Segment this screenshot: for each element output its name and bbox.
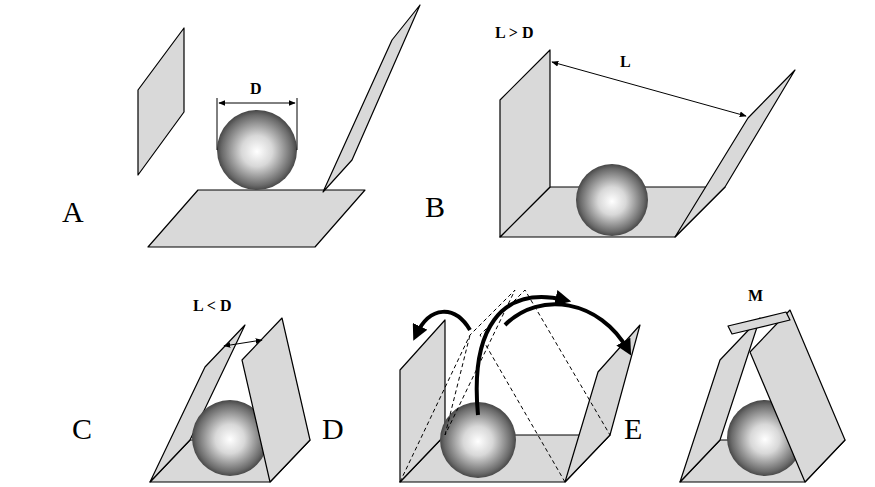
sphere	[217, 110, 297, 190]
side-plate	[750, 310, 845, 482]
base-plate	[148, 190, 365, 247]
side-plate	[400, 320, 445, 482]
sphere	[576, 164, 648, 236]
dimension-label: L	[620, 54, 631, 70]
side-plate	[500, 50, 550, 237]
dashed-outlines	[400, 290, 610, 482]
dimension-label: L < D	[193, 298, 231, 314]
dimension-lines	[217, 62, 746, 346]
panel-letter: C	[72, 414, 92, 444]
panel-letter: A	[62, 197, 84, 227]
motion-arrows	[416, 297, 628, 415]
dimension-label: L > D	[495, 25, 533, 41]
side-plate	[242, 318, 310, 482]
side-plate	[138, 28, 184, 175]
dimension-label: D	[250, 81, 262, 97]
panel-letter: E	[624, 414, 642, 444]
bridging-bar	[728, 312, 790, 334]
part-label: M	[748, 288, 763, 304]
panel-letter: D	[322, 414, 344, 444]
side-plate	[675, 70, 795, 237]
panel-letter: B	[425, 192, 445, 222]
side-plate	[323, 5, 420, 192]
